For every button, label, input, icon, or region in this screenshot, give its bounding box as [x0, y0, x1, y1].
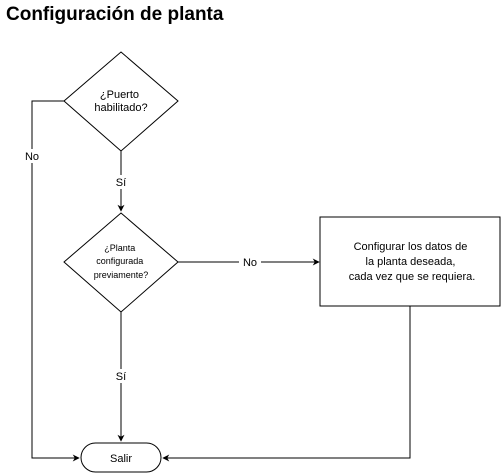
edge-port-no: No	[22, 100, 80, 462]
decision-plant-configured: ¿Planta configurada previamente?	[63, 212, 179, 313]
process-configure-line-1: Configurar los datos de	[354, 241, 468, 253]
terminal-exit-label: Salir	[110, 453, 132, 465]
svg-text:¿Puerto habilitado?: ¿Puerto habilitado?	[94, 89, 147, 114]
edge-label-port-no: No	[25, 151, 39, 163]
decision-plant-line-2: configurada	[96, 256, 143, 266]
process-configure-line-2: la planta deseada,	[366, 256, 456, 268]
edge-label-plant-no: No	[243, 257, 257, 269]
process-configure-plant: Configurar los datos de la planta desead…	[319, 216, 501, 307]
decision-port-line-1: ¿Puerto	[100, 89, 139, 101]
svg-text:¿Planta configurada: ¿Planta configurada previamente?	[94, 243, 149, 280]
edge-port-yes: Sí	[112, 151, 130, 212]
edge-label-port-yes: Sí	[116, 177, 126, 189]
edge-configure-exit	[162, 306, 411, 462]
edge-plant-yes: Sí	[112, 312, 130, 442]
decision-port-enabled: ¿Puerto habilitado?	[63, 51, 179, 152]
edge-plant-no: No	[178, 255, 320, 269]
decision-plant-line-3: previamente?	[94, 270, 149, 280]
decision-plant-line-1: ¿Planta	[104, 243, 135, 253]
terminal-exit: Salir	[80, 442, 162, 473]
svg-text:Configurar los datos de: Configurar los datos de la planta desead…	[349, 241, 476, 283]
page-title: Configuración de planta	[6, 4, 224, 25]
process-configure-line-3: cada vez que se requiera.	[349, 271, 476, 283]
edge-label-plant-yes: Sí	[116, 371, 126, 383]
decision-port-line-2: habilitado?	[94, 102, 147, 114]
